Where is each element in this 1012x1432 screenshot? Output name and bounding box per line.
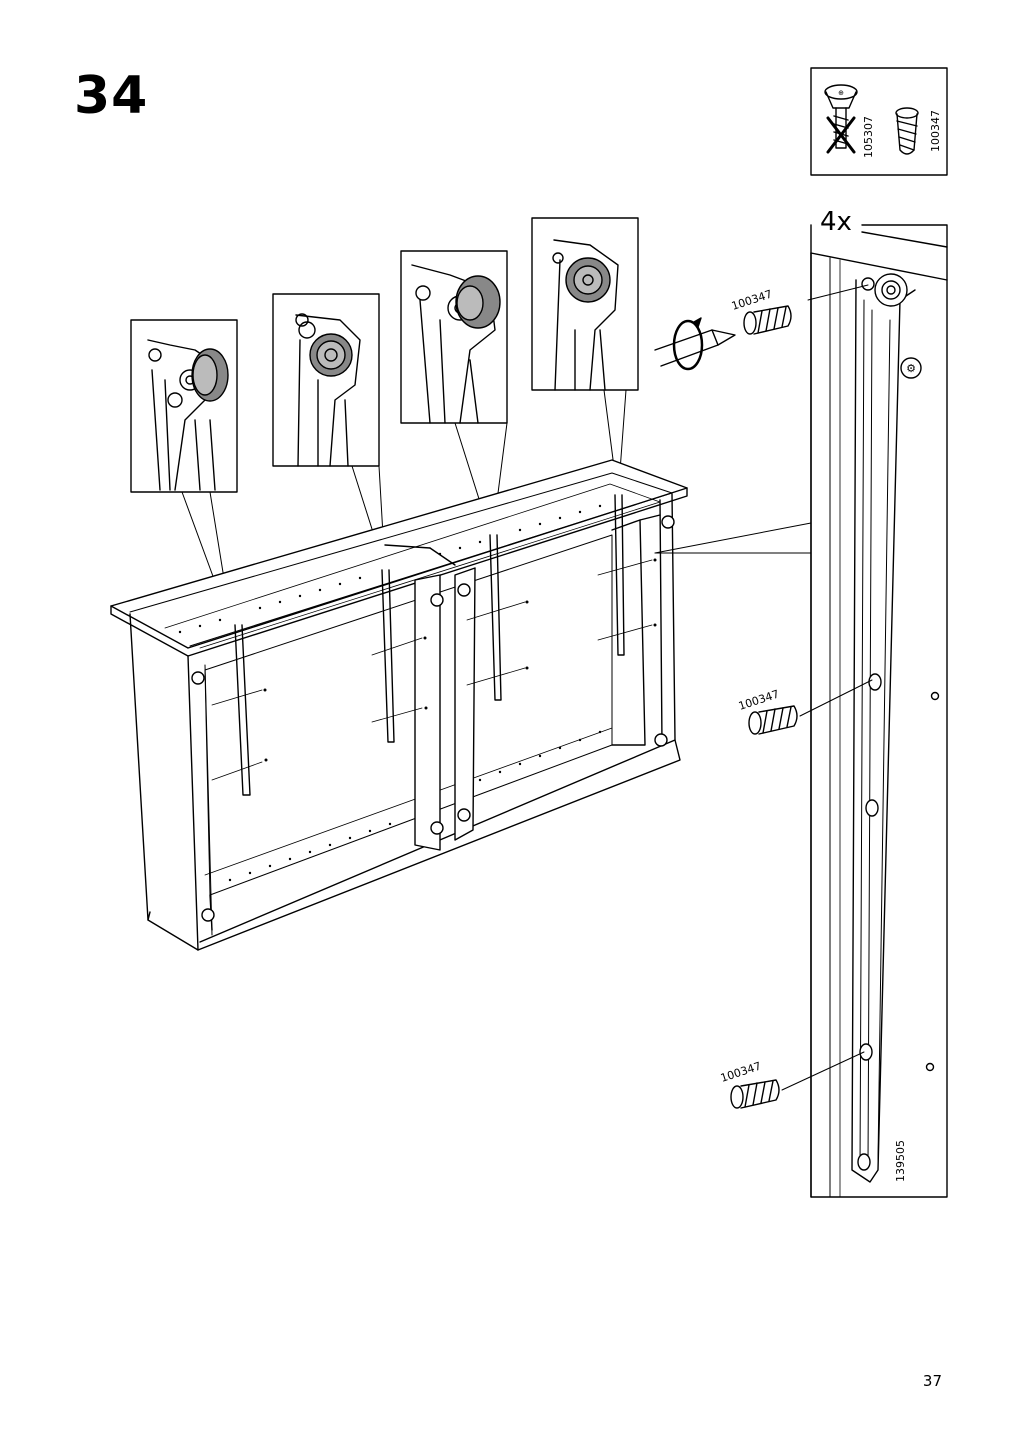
parts-legend-box: ⊕ 105307 100347 [810,67,948,176]
cabinet-frame [110,459,688,951]
quantity-label: 4x [820,207,852,237]
cross-out-icon [826,116,856,154]
svg-text:⚙: ⚙ [906,362,916,375]
screw-icon [895,107,919,155]
drawing-id: 139505 [894,1140,907,1182]
detail-callout [654,284,869,554]
cam-screw-icon: ⊕ [824,84,858,149]
screw-bottom: 100347 [719,1051,865,1109]
zoom-detail-4 [531,217,639,391]
zoom-detail-3 [400,250,508,424]
step-number: 34 [74,66,149,126]
detail-panel: 4x ⚙ 139505 [810,207,948,1198]
not-used-part-number: 105307 [862,116,875,158]
used-part-number: 100347 [929,110,942,152]
zoom-detail-2 [272,293,380,467]
page-number: 37 [922,1372,942,1390]
screwdriver-icon [654,317,736,371]
screw-top: 100347 [730,288,792,335]
svg-text:⊕: ⊕ [838,89,844,97]
screw-label-3: 100347 [719,1060,763,1085]
zoom-detail-1 [130,319,238,493]
screw-middle: 100347 [737,679,873,735]
